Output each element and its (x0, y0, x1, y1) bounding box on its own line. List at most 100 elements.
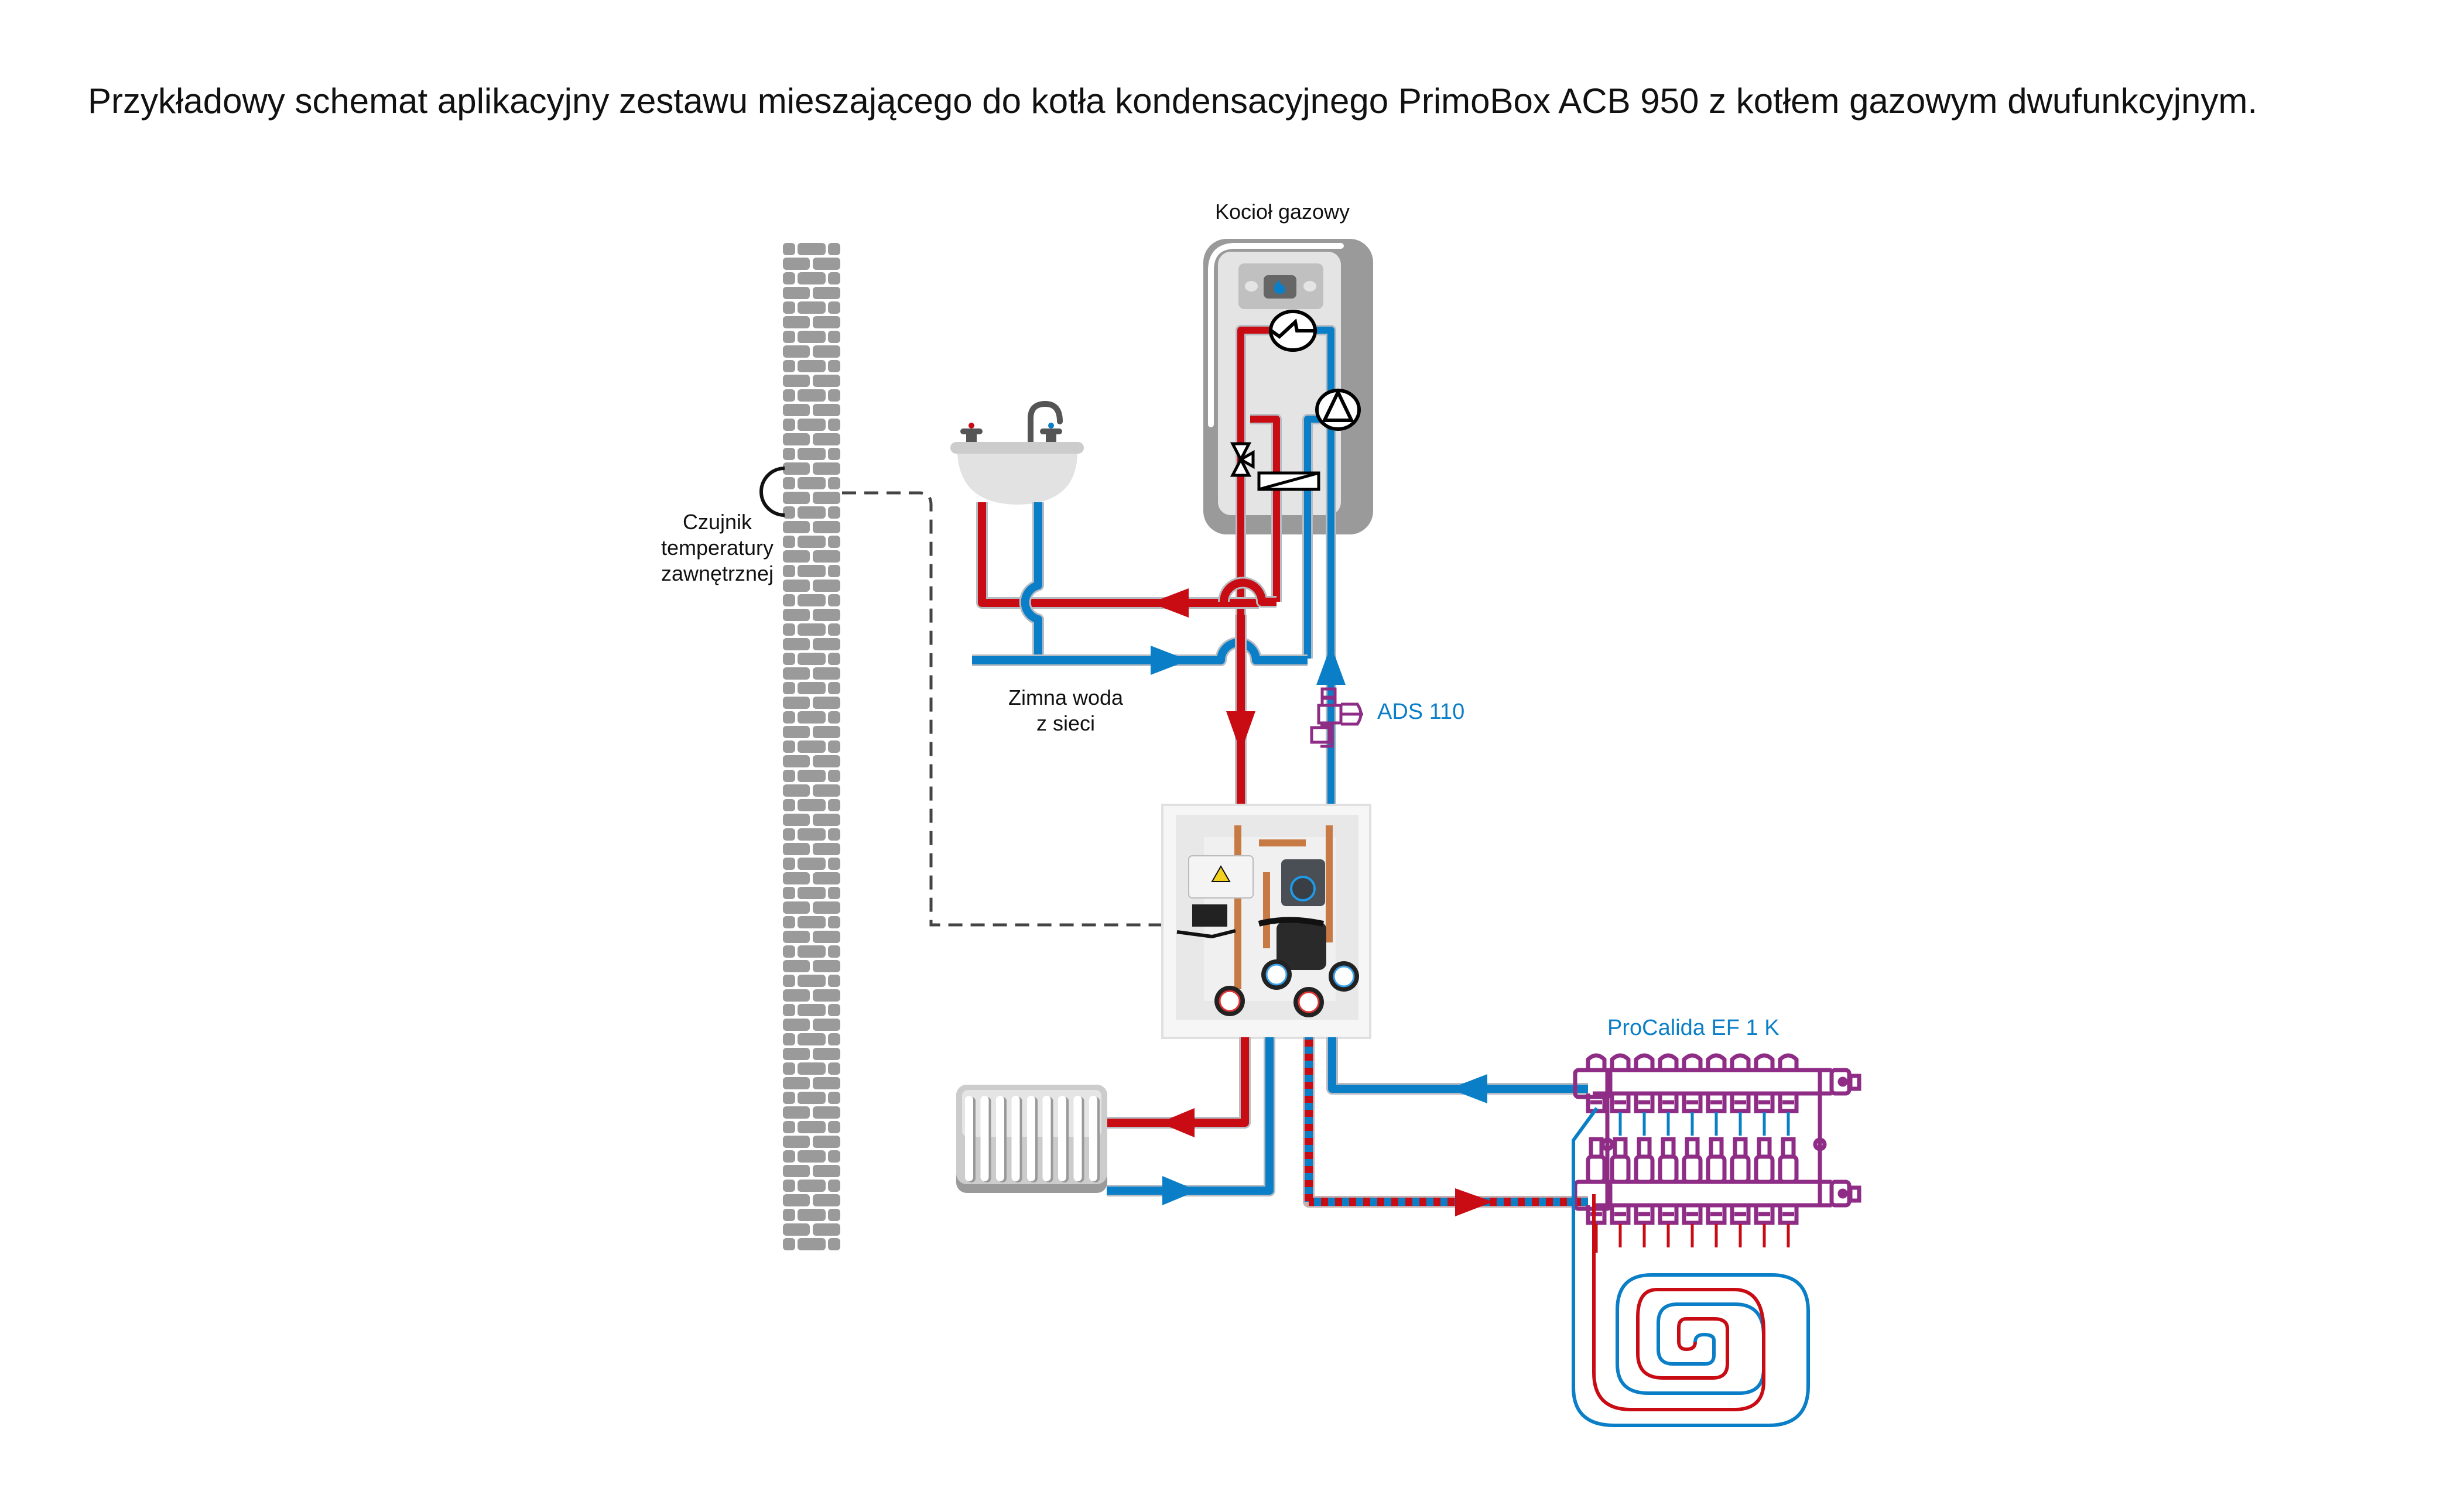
brick (813, 1106, 840, 1119)
outlet-valve (1682, 1205, 1703, 1225)
brick (783, 1209, 795, 1221)
plate-heat-exchanger-icon (1257, 471, 1320, 491)
brick (783, 799, 795, 811)
brick (813, 287, 840, 299)
flow-meter-base (1754, 1154, 1775, 1184)
brick (813, 550, 840, 563)
brick (783, 1019, 810, 1031)
radiator-fin (1089, 1096, 1097, 1181)
brick (783, 653, 795, 665)
brick (813, 960, 840, 972)
brick (783, 477, 795, 489)
manifold-top-cap (1586, 1053, 1607, 1070)
brick (783, 697, 810, 709)
brick (783, 433, 810, 445)
sensor-label-line1: Czujnik (682, 510, 752, 534)
brick (813, 931, 840, 943)
manifold-top-cap (1610, 1053, 1631, 1070)
outlet-valve (1778, 1093, 1799, 1113)
brick (813, 1048, 840, 1060)
brick (813, 345, 840, 358)
sensor-cable (842, 491, 1165, 927)
brick (783, 682, 795, 694)
brick (783, 1223, 810, 1236)
outlet-valve (1682, 1093, 1703, 1113)
brick (828, 301, 840, 314)
brick (783, 975, 795, 987)
brick (828, 887, 840, 899)
underfloor-heating-loop (1572, 1182, 1810, 1427)
brick (798, 858, 826, 870)
radiator-fin (1073, 1096, 1082, 1181)
brick (783, 828, 795, 841)
brick (798, 301, 826, 314)
cold-water-arrow (1151, 646, 1189, 675)
brick (813, 580, 840, 592)
brick (828, 770, 840, 782)
brick (783, 345, 810, 358)
manifold-top-cap (1778, 1053, 1799, 1070)
radiator-fin (965, 1096, 973, 1181)
brick (828, 477, 840, 489)
flow-meter-base (1586, 1154, 1607, 1184)
manifold-bar (1593, 1068, 1832, 1096)
manifold-loop-return-line (1572, 1107, 1599, 1188)
brick (783, 989, 810, 1002)
brick (798, 682, 826, 694)
brick (783, 521, 810, 533)
flow-meter-base (1730, 1154, 1751, 1184)
brick (813, 784, 840, 797)
brick (783, 243, 795, 255)
brick (798, 1092, 826, 1104)
brick (828, 536, 840, 548)
brick (828, 594, 840, 606)
brick (828, 1004, 840, 1016)
brick (798, 916, 826, 928)
manifold-top-cap (1754, 1053, 1775, 1070)
flow-meter-body (1709, 1137, 1724, 1159)
brick (783, 1077, 810, 1089)
manifold-label: ProCalida EF 1 K (1607, 1016, 1779, 1040)
brick (828, 975, 840, 987)
brick (783, 389, 795, 402)
brick (783, 594, 795, 606)
brick (813, 667, 840, 680)
brick (813, 1019, 840, 1031)
underfloor-flow-arrow (1455, 1188, 1493, 1216)
high-voltage-warning-icon (1211, 865, 1231, 882)
brick (813, 258, 840, 270)
flow-meter-body (1781, 1137, 1796, 1159)
brick (828, 916, 840, 928)
manifold-procalida (1573, 1053, 1861, 1253)
brick (783, 1165, 810, 1177)
brick (798, 740, 826, 753)
brick (783, 1150, 795, 1163)
radiator-fin (1058, 1096, 1066, 1181)
brick (783, 419, 795, 431)
outdoor-wall (783, 243, 840, 1250)
manifold-top-cap (1634, 1053, 1655, 1070)
brick (798, 1033, 826, 1045)
brick (798, 272, 826, 284)
brick (813, 755, 840, 767)
outlet-valve (1610, 1205, 1631, 1225)
brick (783, 448, 795, 460)
flow-meter-body (1685, 1137, 1700, 1159)
thermometer-gauges (1214, 959, 1359, 1017)
flow-meter-body (1661, 1137, 1676, 1159)
brick (828, 623, 840, 636)
sensor-label-line3: zawnętrznej (661, 561, 774, 585)
brick (783, 814, 810, 826)
manifold-vent-dot (1837, 1076, 1848, 1087)
brick (783, 550, 810, 563)
cold-water-label: Zimna woda z sieci (972, 685, 1159, 736)
outlet-valve (1730, 1205, 1751, 1225)
brick (798, 477, 826, 489)
brick (798, 565, 826, 577)
brick (783, 1136, 810, 1148)
circulation-pump-icon (1315, 388, 1361, 431)
manifold-top-cap (1730, 1053, 1751, 1070)
brick (798, 1209, 826, 1221)
radiator-fin (1042, 1096, 1051, 1181)
brick (813, 726, 840, 738)
